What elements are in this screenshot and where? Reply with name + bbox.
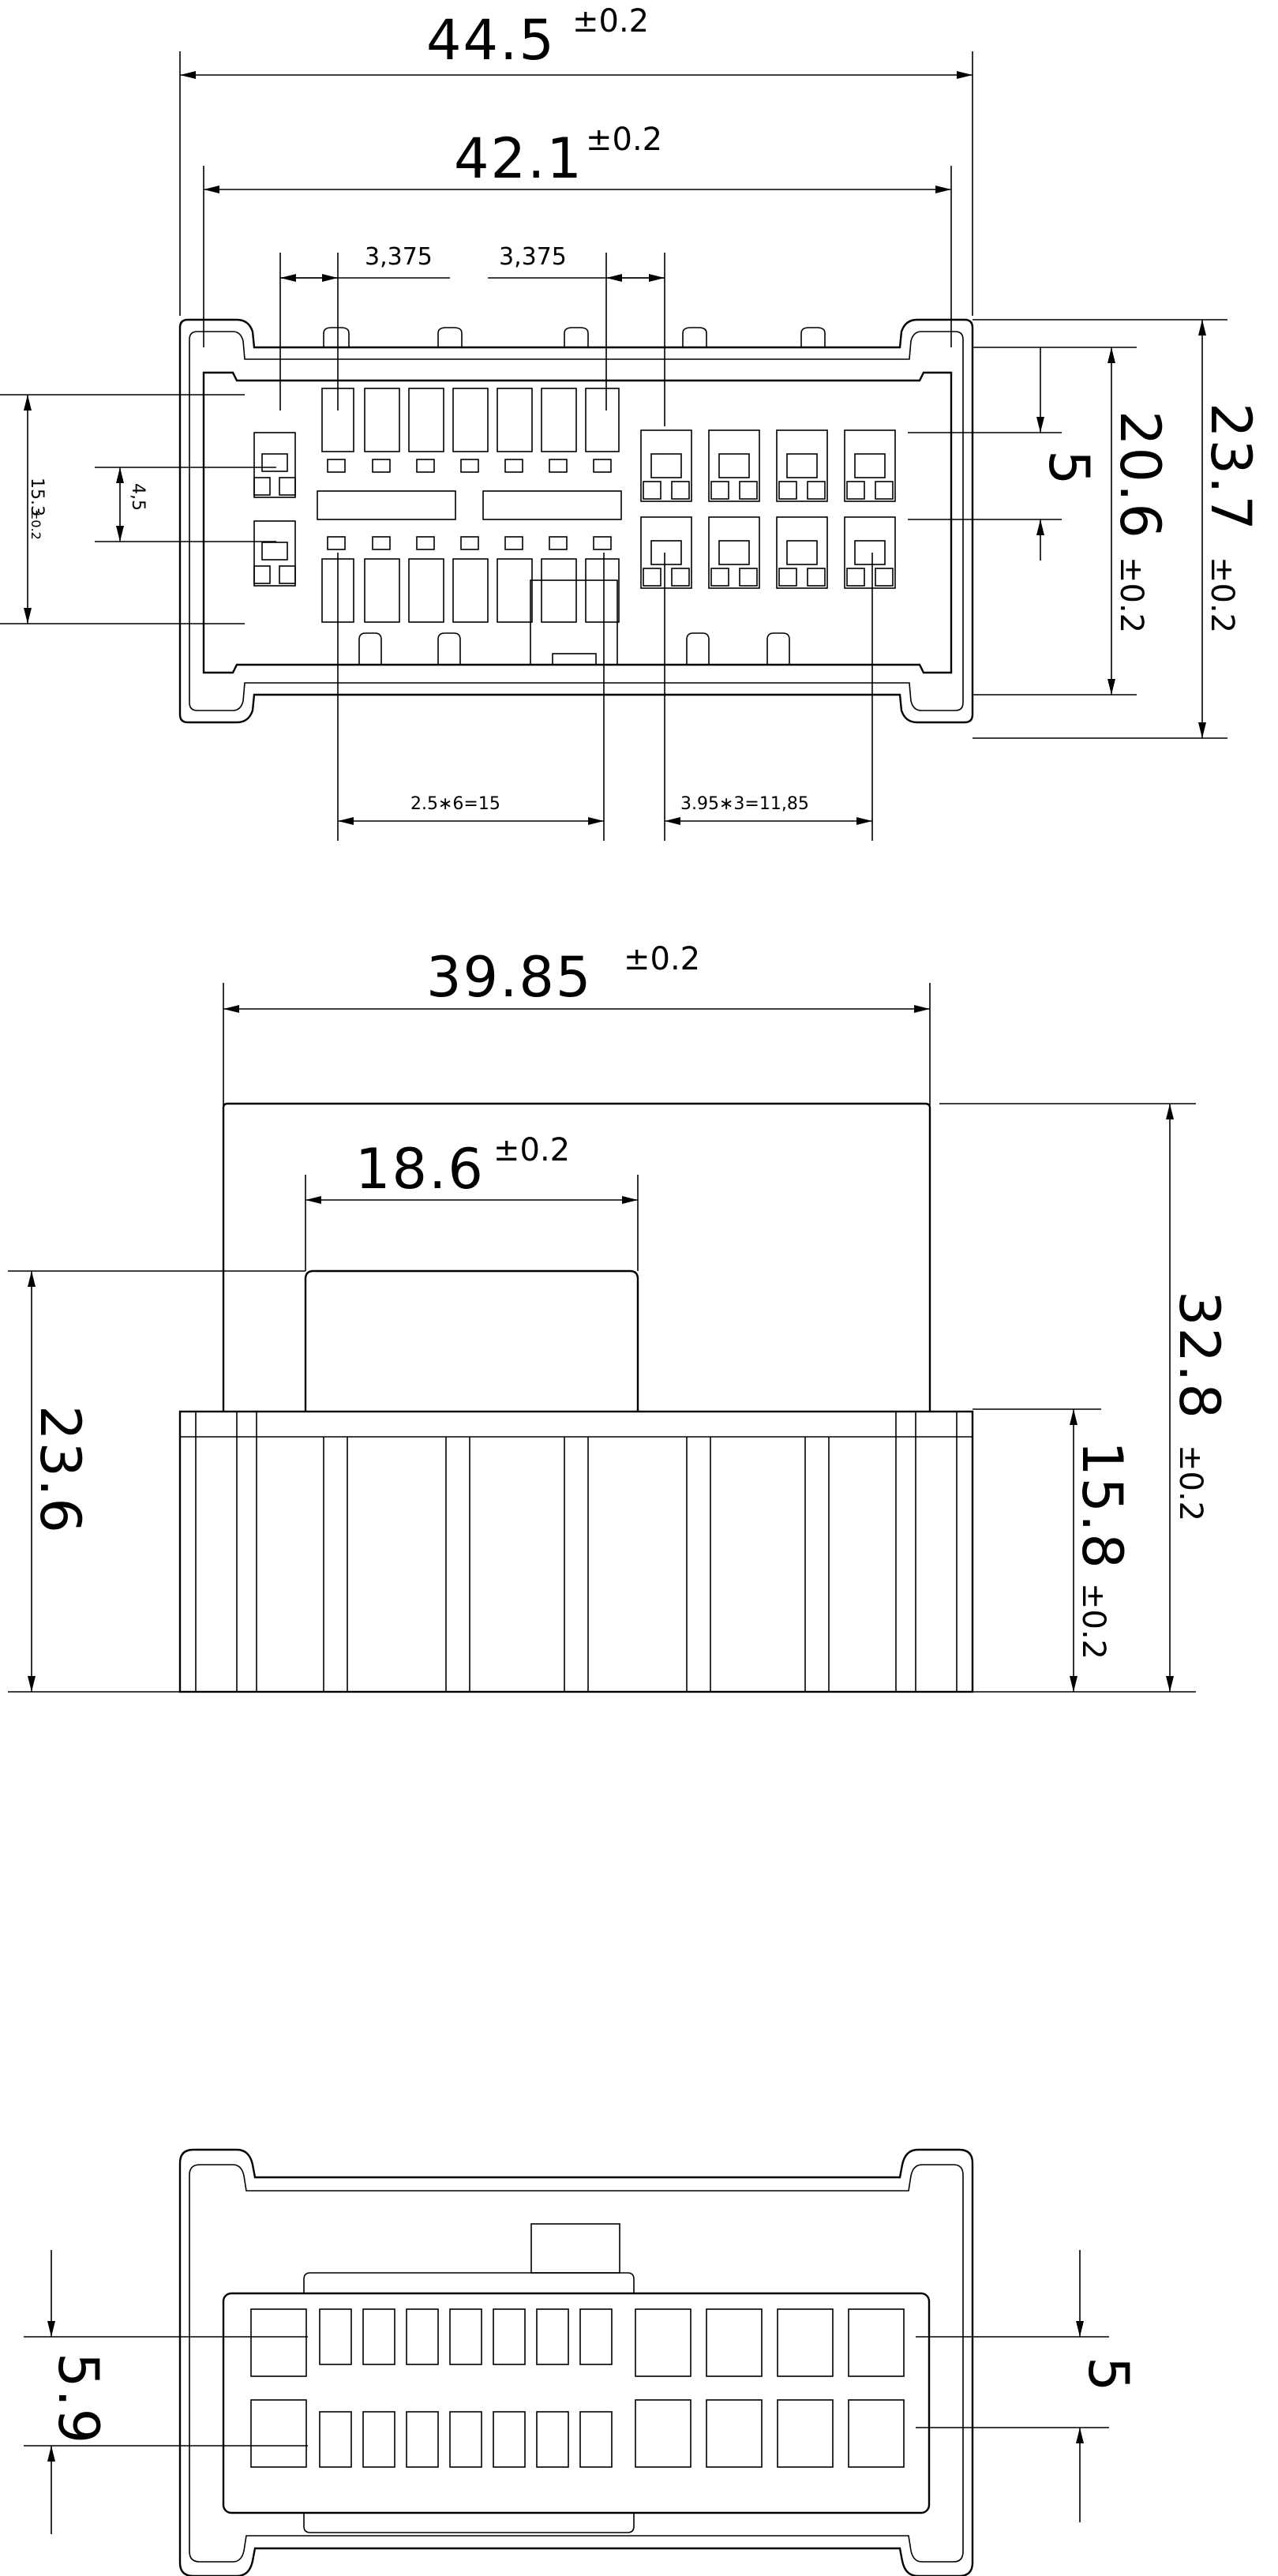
front-large-cavities-bottom [640, 516, 896, 589]
rear-left-row-spacing: 5.9 [46, 2353, 111, 2445]
front-large-pitch-span: 3.95∗3=11,85 [680, 794, 809, 814]
rear-right-row-spacing: 5 [1076, 2357, 1141, 2394]
front-left-row-spacing: 4,5 [128, 483, 148, 511]
front-row-spacing-right: 5 [1036, 450, 1101, 487]
front-small-cavities-top [321, 388, 620, 473]
front-left-height: 15.3 [27, 478, 47, 516]
front-overall-width: 44.5 [426, 8, 556, 73]
side-overall-height: 32.8 [1167, 1291, 1231, 1420]
front-pitch-left: 3,375 [365, 243, 433, 271]
front-small-pitch-span: 2.5∗6=15 [410, 794, 500, 814]
side-view: 39.85 ±0.2 18.6 ±0.2 23.6 [8, 941, 1231, 1693]
front-overall-height: 23.7 [1198, 403, 1263, 532]
front-overall-width-tol: ±0.2 [572, 3, 649, 39]
rear-view: 5.9 5 [24, 2148, 1141, 2576]
front-inner-height: 20.6 [1107, 411, 1172, 540]
front-view: 44.5 ±0.2 42.1 ±0.2 3,375 3,375 [0, 3, 1263, 841]
front-left-terminals [253, 432, 296, 587]
side-base-height: 15.8 [1070, 1441, 1134, 1570]
side-base-height-tol: ±0.2 [1075, 1583, 1111, 1659]
side-body-height: 23.6 [28, 1405, 92, 1535]
side-overall-height-tol: ±0.2 [1172, 1445, 1209, 1521]
front-inner-height-tol: ±0.2 [1113, 557, 1149, 633]
front-small-cavities-bottom [321, 536, 620, 623]
side-latch-width: 18.6 [355, 1137, 485, 1202]
side-latch-width-tol: ±0.2 [493, 1132, 570, 1168]
front-overall-height-tol: ±0.2 [1204, 557, 1240, 633]
front-pitch-right: 3,375 [499, 243, 567, 271]
side-overall-width-tol: ±0.2 [624, 941, 700, 977]
front-inner-width: 42.1 [454, 126, 583, 191]
rear-cavities-bottom [250, 2399, 905, 2468]
front-large-cavities-top [640, 429, 896, 502]
front-left-height-tol: ±0.2 [28, 509, 43, 540]
front-inner-width-tol: ±0.2 [586, 122, 662, 158]
rear-cavities-top [250, 2308, 905, 2377]
side-overall-width: 39.85 [426, 945, 592, 1010]
